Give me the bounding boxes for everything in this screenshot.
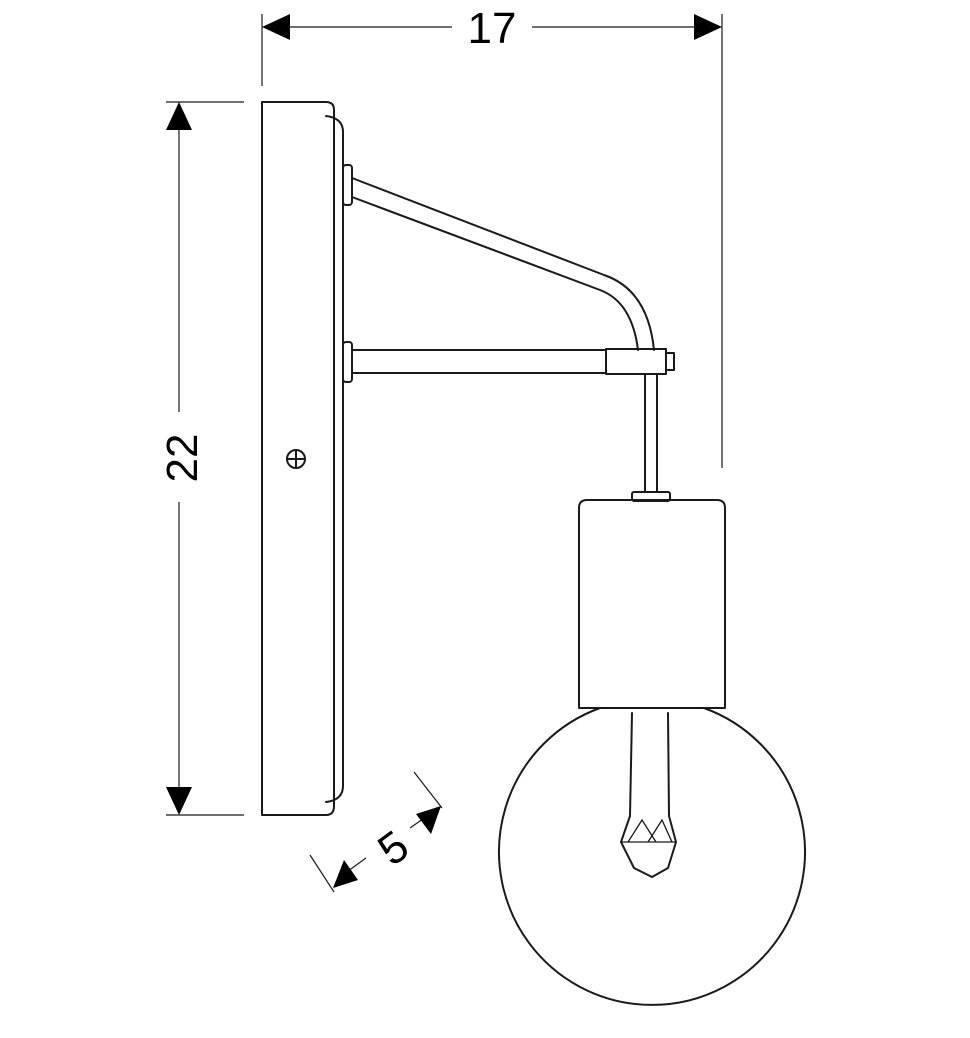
horizontal-arm — [351, 348, 675, 375]
screw-icon — [286, 449, 306, 469]
depth-arrow-left — [333, 860, 358, 888]
width-label: 17 — [468, 4, 517, 53]
upper-mounting-knob — [342, 164, 353, 206]
width-dimension: 17 — [261, 4, 723, 468]
arm-end-cap — [665, 352, 675, 371]
height-arrow-bottom — [166, 787, 192, 815]
width-arrow-right — [694, 14, 722, 40]
wall-plate — [261, 101, 344, 816]
diagonal-arm-lower-edge — [351, 196, 639, 351]
height-dimension: 22 — [158, 101, 244, 816]
arm-end-block — [605, 348, 667, 375]
depth-extension-left — [309, 854, 335, 893]
depth-extension-right — [413, 771, 443, 809]
socket-body — [578, 499, 726, 709]
lower-mounting-knob — [342, 341, 353, 383]
bulb-filament — [627, 818, 673, 843]
diagonal-support-arm — [351, 177, 655, 351]
wall-plate-edge — [325, 115, 344, 803]
depth-dimension: 5 — [309, 771, 443, 893]
width-arrow-left — [262, 14, 290, 40]
depth-label: 5 — [369, 821, 418, 875]
wall-plate-front — [261, 101, 335, 816]
diagonal-arm-upper-edge — [351, 177, 655, 351]
bulb-filament-support — [620, 712, 677, 878]
depth-arrow-right — [416, 806, 441, 834]
bulb-glass-outline — [498, 707, 806, 1006]
height-label: 22 — [158, 434, 207, 483]
globe-bulb — [498, 707, 806, 1006]
height-arrow-top — [166, 102, 192, 130]
suspension-cord — [644, 373, 658, 493]
lamp-socket — [578, 491, 726, 709]
